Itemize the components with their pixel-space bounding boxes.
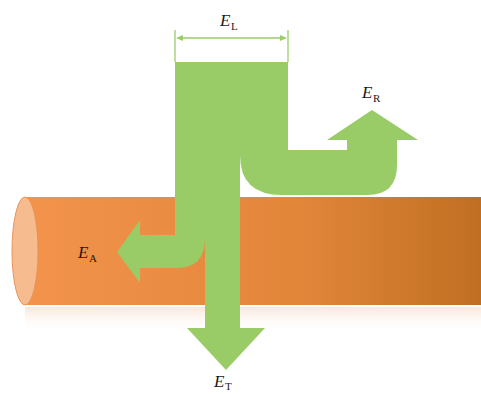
cylinder-body (25, 197, 481, 305)
energy-subscript: L (231, 21, 238, 32)
energy-subscript: T (225, 381, 232, 392)
energy-symbol: E (214, 373, 224, 390)
cylinder-end (12, 197, 38, 305)
energy-symbol: E (78, 244, 88, 261)
energy-symbol: E (220, 12, 230, 29)
energy-symbol: E (362, 84, 372, 101)
energy-subscript: R (373, 93, 380, 104)
width-dimension (175, 30, 288, 62)
energy-subscript: A (89, 253, 97, 264)
energy-flow-arrows (117, 62, 418, 370)
